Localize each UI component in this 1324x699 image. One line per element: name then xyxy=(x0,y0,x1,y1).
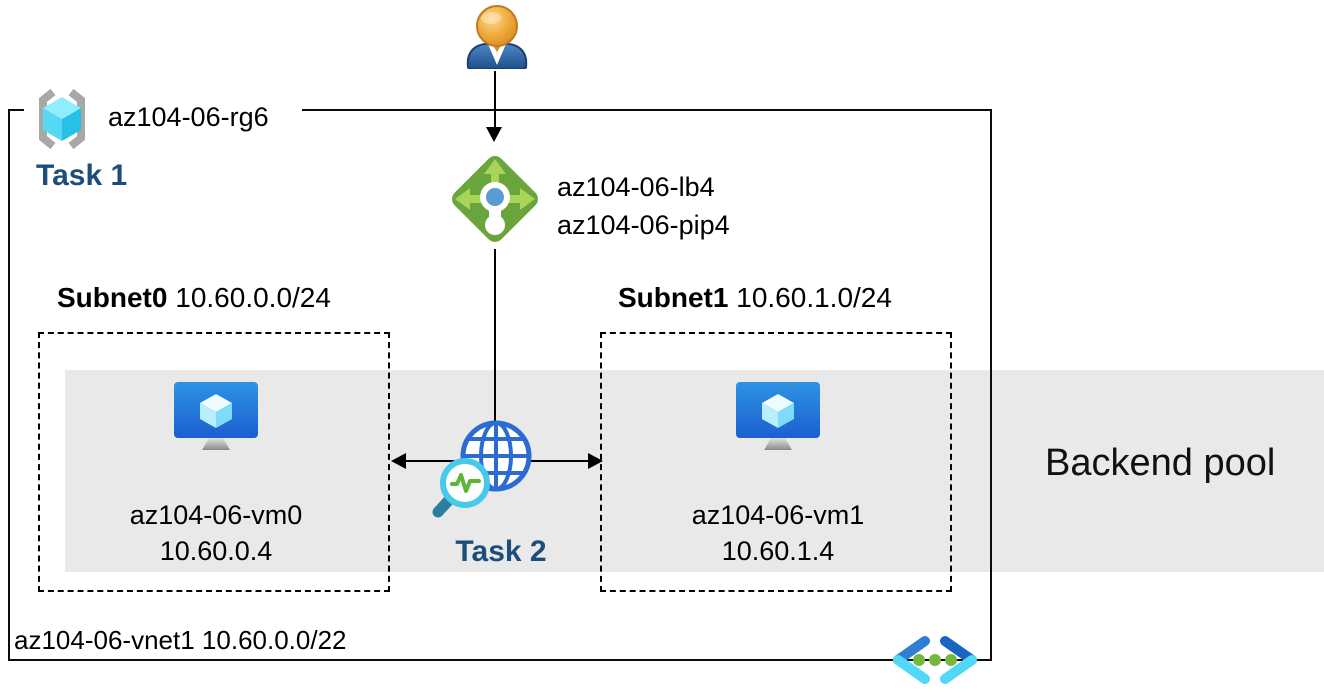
virtual-machine-icon xyxy=(174,382,258,450)
subnet1-title: Subnet1 10.60.1.0/24 xyxy=(618,283,892,313)
vnet-label: az104-06-vnet1 10.60.0.0/22 xyxy=(14,626,347,654)
subnet0-box xyxy=(38,332,390,592)
subnet0-name: Subnet0 xyxy=(57,282,168,313)
arrowhead-right-icon xyxy=(588,453,603,469)
task1-label: Task 1 xyxy=(36,159,128,192)
vm0-name: az104-06-vm0 xyxy=(129,500,303,530)
vm1-ip: 10.60.1.4 xyxy=(721,536,835,566)
user-to-lb-line xyxy=(494,71,496,129)
backend-pool-band xyxy=(65,370,1324,572)
task2-label: Task 2 xyxy=(455,535,547,568)
virtual-machine-icon xyxy=(736,382,820,450)
resource-group-icon xyxy=(39,88,85,150)
vm0-ip: 10.60.0.4 xyxy=(159,536,273,566)
monitor-magnifier-icon xyxy=(432,458,490,518)
virtual-network-icon xyxy=(893,636,977,684)
load-balancer-labels: az104-06-lb4 az104-06-pip4 xyxy=(557,168,730,244)
user-icon xyxy=(466,5,528,69)
top-border-mask xyxy=(24,100,302,123)
subnet0-title: Subnet0 10.60.0.0/24 xyxy=(57,283,331,313)
vm0-label: az104-06-vm0 10.60.0.4 xyxy=(96,497,336,569)
vm1-name: az104-06-vm1 xyxy=(691,500,865,530)
resource-group-boundary xyxy=(8,109,992,661)
lb-to-globe-line xyxy=(494,249,496,462)
vnet-cidr: 10.60.0.0/22 xyxy=(201,625,347,655)
subnet1-cidr: 10.60.1.0/24 xyxy=(736,282,892,313)
subnet1-box xyxy=(600,332,952,592)
load-balancer-name: az104-06-lb4 xyxy=(557,172,715,202)
vnet-name: az104-06-vnet1 xyxy=(14,625,195,655)
public-ip-name: az104-06-pip4 xyxy=(557,210,730,240)
subnet0-cidr: 10.60.0.0/24 xyxy=(175,282,331,313)
subnet1-name: Subnet1 xyxy=(618,282,729,313)
arrowhead-down-icon xyxy=(486,127,502,142)
load-balancer-icon xyxy=(452,156,538,242)
vm1-label: az104-06-vm1 10.60.1.4 xyxy=(658,497,898,569)
arrowhead-left-icon xyxy=(391,453,406,469)
backend-pool-label: Backend pool xyxy=(1045,442,1276,484)
resource-group-label: az104-06-rg6 xyxy=(108,102,269,132)
